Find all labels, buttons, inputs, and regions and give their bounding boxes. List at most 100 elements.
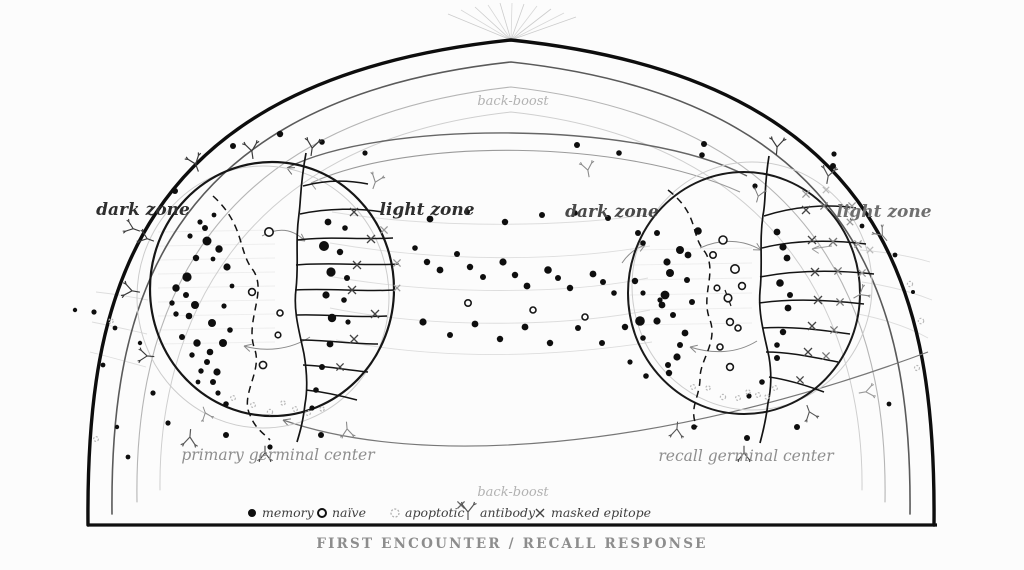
memory-cell-dot [643, 373, 649, 379]
naive-cell-circle [463, 298, 472, 307]
memory-cell-dot [319, 364, 325, 370]
memory-cell-dot [663, 258, 671, 266]
hatch-line [629, 307, 753, 311]
legend-label-epitope: masked epitope [551, 505, 651, 520]
memory-cell-dot [677, 342, 683, 348]
memory-cell-dot [574, 142, 580, 148]
naive-cell-circle [716, 343, 724, 351]
naive-cell-circle [729, 263, 740, 274]
masked-epitope-icon [807, 235, 817, 245]
memory-cell-dot [496, 335, 504, 343]
masked-epitope-icon [803, 347, 813, 357]
memory-cell-dot [657, 297, 663, 303]
apoptotic-cell-circle [705, 385, 711, 391]
masked-epitope-icon [801, 205, 811, 215]
apoptotic-cell-circle [771, 385, 778, 392]
memory-cell-dot [599, 340, 605, 346]
memory-cell-dot [326, 340, 334, 348]
memory-cell-dot [208, 319, 216, 327]
memory-cell-dot [112, 325, 118, 331]
masked-epitope-icon [352, 260, 362, 270]
masked-epitope-icon [801, 189, 811, 199]
hatch-line [629, 247, 753, 251]
memory-cell-dot [466, 263, 474, 271]
masked-epitope-icon [810, 267, 820, 277]
fdc-branch [768, 376, 825, 393]
arrowhead [243, 345, 251, 352]
antibody-icon [668, 421, 685, 439]
memory-cell-dot [464, 209, 470, 215]
memory-cell-dot [195, 379, 201, 385]
fdc-branch [761, 326, 851, 335]
apoptotic-cells [92, 280, 925, 443]
masked-epitope-icon [393, 284, 401, 292]
memory-cell-dot [539, 212, 545, 218]
memory-cell-dot [362, 150, 368, 156]
apex-fan-ray [447, 13, 512, 41]
memory-cell-dot [204, 359, 210, 365]
zone-divider [212, 195, 271, 441]
memory-cell-dot [213, 368, 221, 376]
naive-cell-circle [725, 362, 735, 372]
flow-curve [699, 240, 762, 251]
antibody-icon [736, 445, 752, 463]
recall-germinal-center-label: recall germinal center [658, 447, 835, 465]
memory-cell-dot [229, 283, 235, 289]
flow-curve [689, 340, 758, 353]
masked-epitope-icon [813, 295, 823, 305]
dark-zone-label: dark zone [565, 202, 659, 222]
naive-cell-circle [718, 235, 728, 245]
naive-cell-circle [274, 331, 282, 339]
antibody-icon [753, 187, 767, 203]
streamline [95, 291, 149, 301]
antibody-icon [769, 136, 787, 156]
antibody-icon [242, 140, 260, 160]
naive-cell-circle [276, 309, 284, 317]
back-boost-label: back-boost [477, 94, 549, 109]
antibody-icon [257, 445, 273, 463]
antibodies [120, 136, 888, 463]
fdc-branch [758, 299, 865, 305]
antibody-icon [137, 347, 155, 364]
legend-label-apoptotic: apoptotic [405, 505, 465, 520]
masked-epitope-icon [828, 237, 838, 247]
memory-cell-dot [197, 219, 203, 225]
masked-epitope-icon [335, 362, 345, 372]
apoptotic-cell-circle [719, 393, 727, 401]
memory-cell-dot [185, 312, 193, 320]
arch-arc-3 [159, 111, 863, 491]
memory-cell-dot [206, 348, 214, 356]
apex-fan-ray [510, 2, 513, 41]
memory-cell-dot [72, 307, 78, 313]
memory-cell-dot [322, 291, 330, 299]
masked-epitope-icon [857, 268, 867, 278]
naive-cell-circle [737, 281, 747, 291]
memory-cell-dot [198, 368, 204, 374]
memory-cell-dot [91, 309, 97, 315]
arrowhead [243, 343, 252, 347]
memory-cell-dot [114, 424, 120, 430]
memory-cell-dot [635, 230, 641, 236]
antibody-icon [180, 428, 198, 448]
memory-cell-dot [911, 290, 915, 294]
legend-apoptotic-icon [390, 508, 400, 518]
apoptotic-cell-circle [906, 280, 914, 288]
streamline [857, 313, 929, 339]
masked-epitope-icon [370, 309, 380, 319]
memory-cell-dot [327, 313, 337, 323]
memory-cell-dot [313, 387, 319, 393]
antibody-icon [136, 228, 155, 244]
germinal-center-sketch [631, 161, 873, 411]
memory-cell-dot [172, 188, 178, 194]
fdc-networks [294, 152, 875, 444]
memory-cell-dot [183, 292, 189, 298]
apex-fan [447, 2, 577, 41]
memory-cell-dot [658, 301, 666, 309]
legend-antibody-icon [459, 501, 477, 520]
memory-cell-dot [511, 271, 519, 279]
naive-cell-circle [529, 306, 537, 314]
arch-arc-1 [111, 61, 911, 515]
arch-arc-2 [136, 86, 886, 503]
memory-cell-dot [187, 233, 193, 239]
